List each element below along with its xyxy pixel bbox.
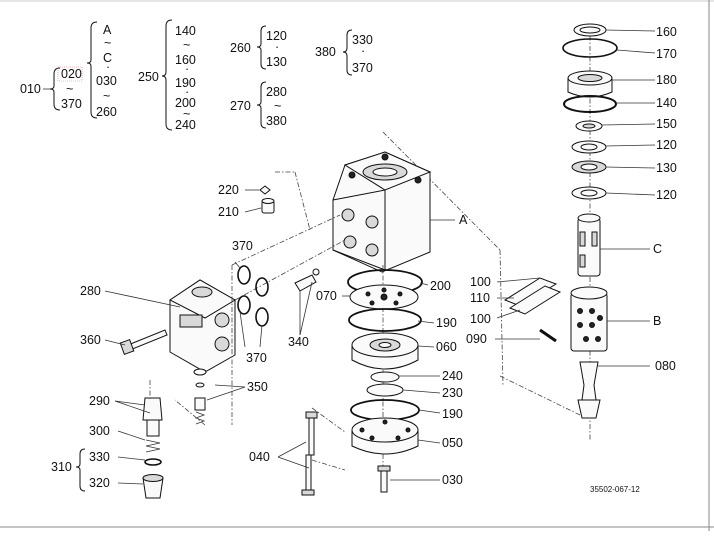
svg-text:340: 340 bbox=[288, 335, 309, 349]
svg-text:140: 140 bbox=[656, 96, 677, 110]
svg-text:330: 330 bbox=[352, 33, 373, 47]
svg-text:060: 060 bbox=[436, 340, 457, 354]
svg-text:170: 170 bbox=[656, 47, 677, 61]
svg-text:~: ~ bbox=[183, 38, 190, 52]
svg-text:180: 180 bbox=[656, 73, 677, 87]
svg-text:070: 070 bbox=[316, 289, 337, 303]
svg-text:130: 130 bbox=[656, 161, 677, 175]
svg-text:310: 310 bbox=[51, 460, 72, 474]
svg-text:260: 260 bbox=[96, 105, 117, 119]
svg-text:120: 120 bbox=[656, 188, 677, 202]
group-270: 270 280 ~ 380 bbox=[230, 81, 287, 129]
ref-010: 010 bbox=[20, 82, 41, 96]
svg-text:190: 190 bbox=[442, 407, 463, 421]
relief-housing bbox=[104, 261, 320, 425]
svg-text:280: 280 bbox=[266, 85, 287, 99]
group-010: 010 020 ~ 370 A ~ C · 030 ~ 260 bbox=[20, 21, 117, 119]
svg-text:360: 360 bbox=[80, 333, 101, 347]
svg-text:~: ~ bbox=[66, 82, 73, 96]
linkage-plates bbox=[496, 249, 581, 416]
group-250: 250 140 ~ 160 · 190 · 200 ~ 240 bbox=[138, 19, 196, 132]
svg-text:050: 050 bbox=[442, 436, 463, 450]
svg-text:240: 240 bbox=[175, 118, 196, 132]
svg-text:350: 350 bbox=[247, 380, 268, 394]
ref-270: 270 bbox=[230, 99, 251, 113]
svg-text:370: 370 bbox=[246, 351, 267, 365]
svg-text:·: · bbox=[361, 44, 365, 58]
svg-text:190: 190 bbox=[436, 316, 457, 330]
svg-text:190: 190 bbox=[175, 76, 196, 90]
svg-text:370: 370 bbox=[232, 239, 253, 253]
group-380: 380 330 · 370 bbox=[315, 29, 373, 76]
svg-text:160: 160 bbox=[175, 53, 196, 67]
svg-text:320: 320 bbox=[89, 476, 110, 490]
svg-text:370: 370 bbox=[352, 61, 373, 75]
svg-text:~: ~ bbox=[274, 99, 281, 113]
svg-text:120: 120 bbox=[656, 138, 677, 152]
svg-text:·: · bbox=[106, 60, 110, 74]
svg-text:380: 380 bbox=[266, 114, 287, 128]
svg-text:040: 040 bbox=[249, 450, 270, 464]
svg-text:C: C bbox=[103, 51, 112, 65]
svg-text:200: 200 bbox=[175, 96, 196, 110]
svg-text:090: 090 bbox=[466, 332, 487, 346]
from-020: 020 bbox=[61, 67, 82, 81]
svg-text:130: 130 bbox=[266, 55, 287, 69]
svg-text:160: 160 bbox=[656, 25, 677, 39]
drawing-code: 35502-067-12 bbox=[590, 485, 640, 494]
svg-text:030: 030 bbox=[96, 74, 117, 88]
centre-stack bbox=[342, 265, 441, 493]
small-parts-left bbox=[231, 171, 346, 301]
svg-text:~: ~ bbox=[104, 36, 111, 50]
bolts-040 bbox=[277, 407, 346, 496]
svg-text:120: 120 bbox=[266, 29, 287, 43]
right-stack bbox=[495, 23, 656, 440]
ref-380: 380 bbox=[315, 45, 336, 59]
svg-text:100: 100 bbox=[470, 312, 491, 326]
svg-text:220: 220 bbox=[218, 183, 239, 197]
svg-text:080: 080 bbox=[655, 359, 676, 373]
svg-text:150: 150 bbox=[656, 117, 677, 131]
svg-text:A: A bbox=[103, 23, 112, 37]
svg-text:200: 200 bbox=[430, 279, 451, 293]
svg-text:300: 300 bbox=[89, 424, 110, 438]
svg-text:·: · bbox=[185, 85, 189, 99]
valve-body-A bbox=[332, 131, 501, 273]
svg-text:030: 030 bbox=[442, 473, 463, 487]
svg-text:B: B bbox=[653, 314, 661, 328]
svg-text:·: · bbox=[185, 62, 189, 76]
svg-text:100: 100 bbox=[470, 275, 491, 289]
svg-text:140: 140 bbox=[175, 24, 196, 38]
svg-text:·: · bbox=[275, 40, 279, 54]
group-260: 260 120 · 130 bbox=[230, 25, 287, 70]
svg-text:240: 240 bbox=[442, 369, 463, 383]
svg-text:C: C bbox=[653, 242, 662, 256]
svg-text:290: 290 bbox=[89, 394, 110, 408]
svg-text:~: ~ bbox=[183, 107, 190, 121]
ref-250: 250 bbox=[138, 70, 159, 84]
ref-260: 260 bbox=[230, 41, 251, 55]
svg-text:330: 330 bbox=[89, 450, 110, 464]
svg-text:~: ~ bbox=[103, 89, 110, 103]
svg-text:210: 210 bbox=[218, 205, 239, 219]
relief-parts bbox=[75, 368, 246, 499]
svg-text:A: A bbox=[459, 213, 468, 227]
to-370: 370 bbox=[61, 97, 82, 111]
svg-text:280: 280 bbox=[80, 284, 101, 298]
svg-text:110: 110 bbox=[470, 291, 490, 305]
callout-labels: 160 170 180 140 150 120 130 120 C B 080 … bbox=[51, 25, 677, 494]
svg-text:230: 230 bbox=[442, 386, 463, 400]
